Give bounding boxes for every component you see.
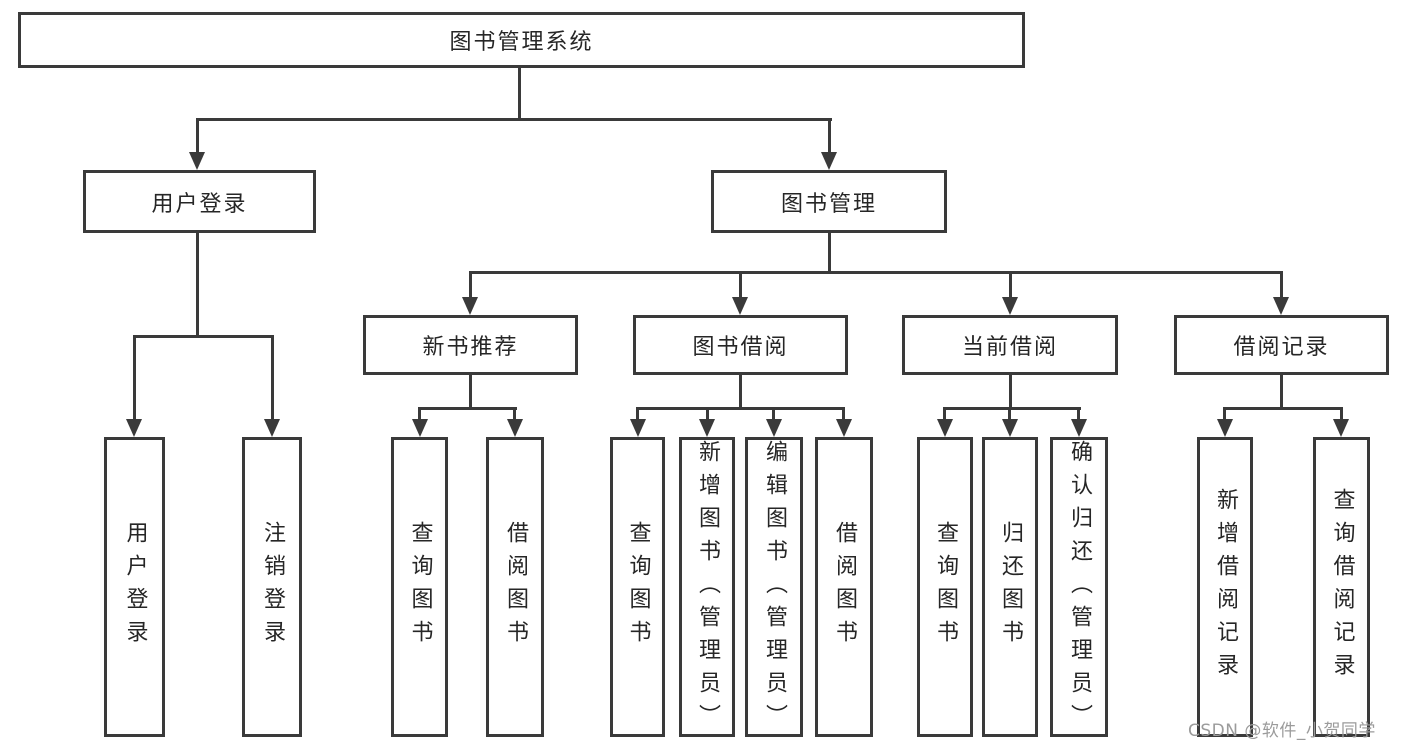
- node-root-label: 图书管理系统: [449, 30, 594, 55]
- arrow-down-icon: [630, 419, 646, 437]
- connector-leaf-stem: [1077, 407, 1080, 421]
- connector-group-stem: [469, 271, 472, 299]
- connector-book-mgmt-down: [828, 233, 831, 271]
- leaf-label: 确认归还（管理员）: [1067, 440, 1092, 737]
- connector-group-down: [469, 375, 472, 407]
- connector-leaf-stem: [636, 407, 639, 421]
- leaf-label: 借阅图书: [503, 521, 528, 653]
- leaf-label: 查询图书: [407, 521, 433, 653]
- leaf-query-books: 查询图书: [610, 437, 665, 737]
- arrow-down-icon: [836, 419, 852, 437]
- leaf-borrow-books: 借阅图书: [815, 437, 873, 737]
- node-user-login-label: 用户登录: [151, 191, 248, 217]
- node-book-management: 图书管理: [711, 170, 947, 233]
- arrow-down-icon: [821, 152, 837, 170]
- arrow-down-icon: [126, 419, 142, 437]
- arrow-down-icon: [1002, 297, 1018, 315]
- node-new-book-recommend: 新书推荐: [363, 315, 578, 375]
- leaf-borrow-books: 借阅图书: [486, 437, 544, 737]
- node-book-management-label: 图书管理: [780, 191, 877, 217]
- node-book-borrowing: 图书借阅: [633, 315, 848, 375]
- leaf-label: 借阅图书: [832, 521, 857, 653]
- connector-group-split: [636, 407, 845, 410]
- arrow-down-icon: [1217, 419, 1233, 437]
- leaf-user-login: 用户登录: [104, 437, 165, 737]
- node-current-borrowing: 当前借阅: [902, 315, 1118, 375]
- node-root: 图书管理系统: [18, 12, 1025, 68]
- arrow-down-icon: [189, 152, 205, 170]
- node-label: 新书推荐: [422, 335, 519, 360]
- leaf-add-books-admin: 新增图书（管理员）: [679, 437, 735, 737]
- connector-group-split: [943, 407, 1081, 410]
- leaf-query-books: 查询图书: [391, 437, 448, 737]
- arrow-down-icon: [1002, 419, 1018, 437]
- arrow-down-icon: [264, 419, 280, 437]
- connector-leaf-stem: [513, 407, 516, 421]
- leaf-query-books: 查询图书: [917, 437, 973, 737]
- leaf-confirm-return-admin: 确认归还（管理员）: [1050, 437, 1108, 737]
- connector-group-down: [1280, 375, 1283, 407]
- arrow-down-icon: [1333, 419, 1349, 437]
- leaf-label: 查询图书: [933, 521, 958, 653]
- connector-root-stem: [518, 68, 521, 118]
- connector-group-down: [739, 375, 742, 407]
- leaf-add-borrow-record: 新增借阅记录: [1197, 437, 1253, 737]
- leaf-logout: 注销登录: [242, 437, 302, 737]
- leaf-label: 查询图书: [625, 521, 651, 653]
- connector-user-login-stem: [196, 118, 199, 154]
- leaf-label: 用户登录: [122, 521, 148, 653]
- leaf-label: 新增借阅记录: [1213, 488, 1238, 686]
- connector-book-mgmt-stem: [828, 118, 831, 154]
- connector-leaf-stem: [418, 407, 421, 421]
- connector-leaf-stem: [271, 335, 274, 421]
- node-user-login: 用户登录: [83, 170, 316, 233]
- arrow-down-icon: [699, 419, 715, 437]
- connector-group-split: [1223, 407, 1343, 410]
- arrow-down-icon: [1071, 419, 1087, 437]
- connector-leaf-stem: [842, 407, 845, 421]
- connector-group-down: [1009, 375, 1012, 407]
- connector-book-mgmt-split: [469, 271, 1283, 274]
- arrow-down-icon: [732, 297, 748, 315]
- connector-root-split: [196, 118, 832, 121]
- connector-leaf-stem: [943, 407, 946, 421]
- leaf-query-borrow-record: 查询借阅记录: [1313, 437, 1370, 737]
- arrow-down-icon: [462, 297, 478, 315]
- leaf-label: 注销登录: [260, 521, 285, 653]
- leaf-label: 编辑图书（管理员）: [762, 440, 787, 737]
- node-label: 图书借阅: [692, 335, 789, 360]
- connector-group-split: [418, 407, 517, 410]
- leaf-label: 新增图书（管理员）: [695, 440, 720, 737]
- leaf-return-books: 归还图书: [982, 437, 1038, 737]
- node-label: 当前借阅: [961, 335, 1058, 360]
- connector-leaf-stem: [1340, 407, 1343, 421]
- connector-user-login-down: [196, 233, 199, 335]
- connector-leaf-stem: [1008, 407, 1011, 421]
- connector-user-login-split: [133, 335, 274, 338]
- watermark-text: CSDN @软件_小贺同学: [1188, 721, 1376, 741]
- connector-group-stem: [1280, 271, 1283, 299]
- node-borrowing-records: 借阅记录: [1174, 315, 1389, 375]
- arrow-down-icon: [766, 419, 782, 437]
- arrow-down-icon: [1273, 297, 1289, 315]
- arrow-down-icon: [412, 419, 428, 437]
- connector-group-stem: [739, 271, 742, 299]
- connector-leaf-stem: [133, 335, 136, 421]
- leaf-label: 查询借阅记录: [1329, 488, 1355, 686]
- connector-leaf-stem: [706, 407, 709, 421]
- node-label: 借阅记录: [1233, 335, 1330, 360]
- connector-leaf-stem: [1223, 407, 1226, 421]
- connector-leaf-stem: [772, 407, 775, 421]
- leaf-edit-books-admin: 编辑图书（管理员）: [745, 437, 803, 737]
- connector-group-stem: [1009, 271, 1012, 299]
- arrow-down-icon: [507, 419, 523, 437]
- arrow-down-icon: [937, 419, 953, 437]
- leaf-label: 归还图书: [998, 521, 1023, 653]
